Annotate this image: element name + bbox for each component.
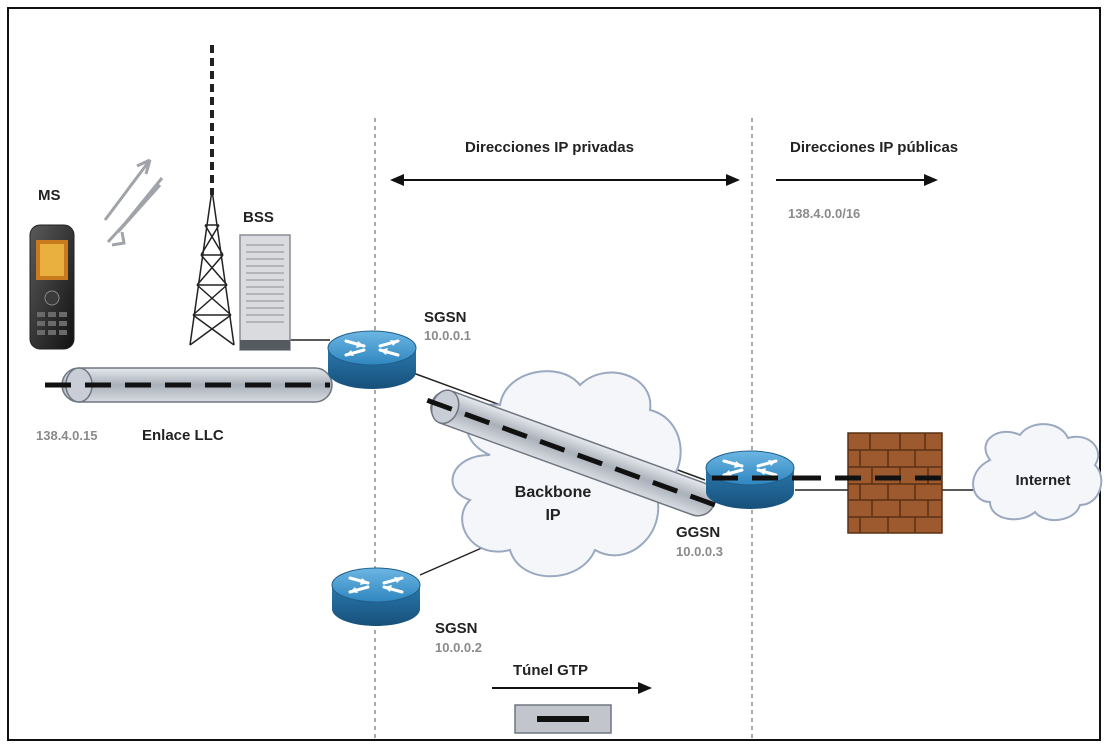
llc-link-tube — [45, 367, 333, 403]
sgsn2-ip: 10.0.0.2 — [435, 640, 482, 655]
sgsn1-ip: 10.0.0.1 — [424, 328, 471, 343]
mobile-phone-icon — [29, 224, 75, 350]
sgsn1-label: SGSN — [424, 309, 467, 326]
backbone-label-line2: IP — [545, 507, 560, 524]
ggsn-ip: 10.0.0.3 — [676, 544, 723, 559]
llc-link-label: Enlace LLC — [142, 427, 224, 444]
private-addresses-arrow — [390, 174, 740, 186]
bss-server-icon — [239, 234, 291, 351]
gtp-legend-tube-icon — [514, 704, 612, 734]
ms-ip-label: 138.4.0.15 — [36, 428, 97, 443]
sgsn1-router-icon — [326, 329, 418, 391]
gtp-tunnel-tube — [426, 389, 717, 517]
public-range-label: 138.4.0.0/16 — [788, 206, 860, 221]
antenna-tower-icon — [189, 45, 235, 346]
sgsn2-router-icon — [330, 566, 422, 628]
firewall-icon — [847, 432, 943, 534]
internet-label: Internet — [1015, 472, 1070, 489]
gtp-legend-arrow — [492, 682, 652, 694]
sgsn2-label: SGSN — [435, 620, 478, 637]
gtp-legend-label: Túnel GTP — [513, 662, 588, 679]
backbone-label-line1: Backbone — [515, 484, 592, 501]
internet-cloud-icon: Internet — [972, 423, 1103, 522]
ggsn-label: GGSN — [676, 524, 720, 541]
radio-waves-icon — [103, 158, 164, 247]
public-addresses-arrow — [776, 174, 938, 186]
ms-label: MS — [38, 187, 61, 204]
public-addresses-label: Direcciones IP públicas — [790, 139, 958, 156]
bss-label: BSS — [243, 209, 274, 226]
diagram-frame — [7, 7, 1101, 741]
private-addresses-label: Direcciones IP privadas — [465, 139, 634, 156]
